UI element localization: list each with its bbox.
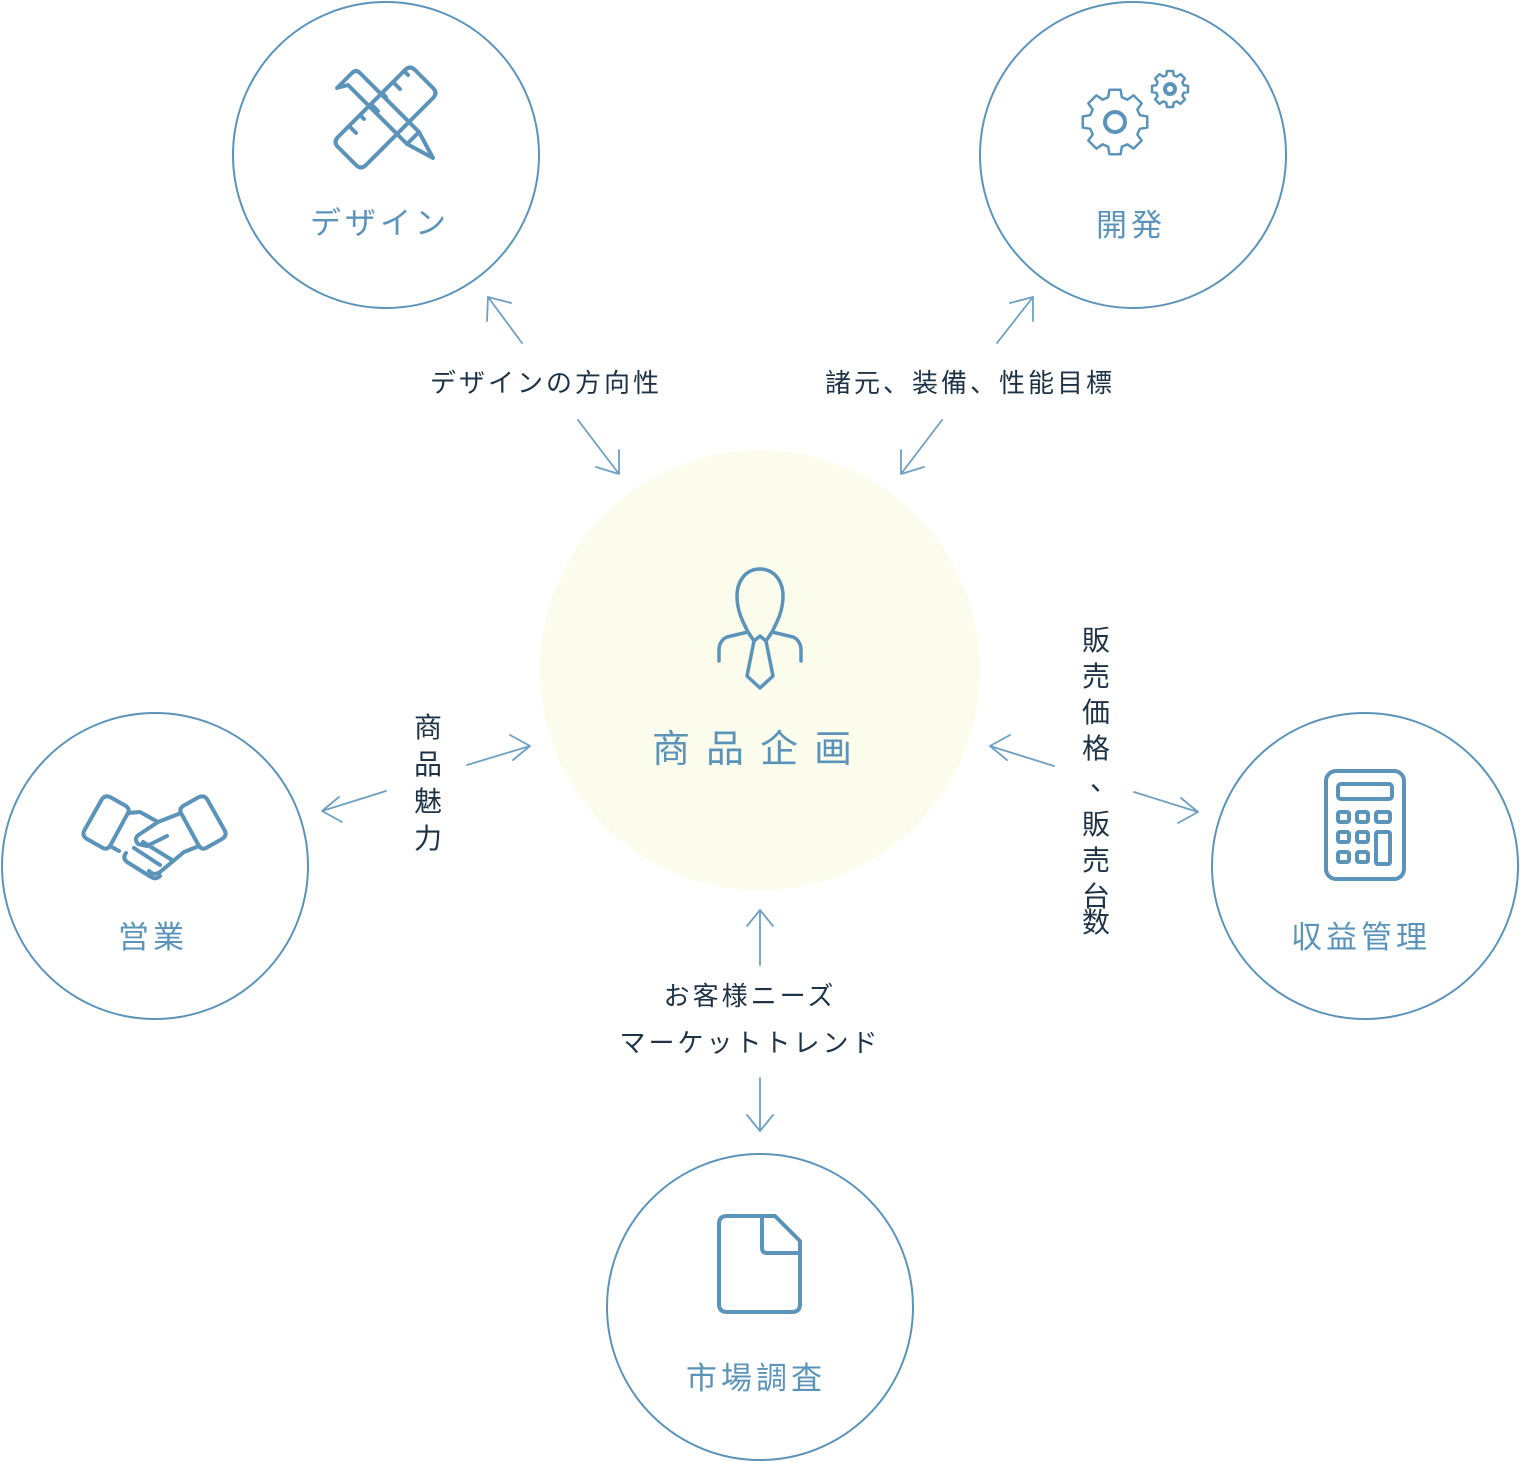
arrow-to-design (486, 296, 523, 344)
node-design: デザイン (232, 1, 540, 309)
gears-icon (1081, 69, 1190, 156)
businessman-icon (717, 567, 803, 690)
flow-label-sales-4: 力 (414, 822, 442, 855)
arrow-to-hub-from-design (577, 419, 620, 475)
hub-node: 商品企画 (540, 450, 980, 890)
node-label-design: デザイン (310, 206, 450, 242)
flow-design: デザインの方向性 (430, 296, 662, 475)
node-label-research: 市場調査 (686, 1361, 826, 1397)
flow-label-research-1: お客様ニーズ (664, 982, 837, 1012)
flow-label-profit-1: 販 (1082, 624, 1110, 657)
node-research: 市場調査 (606, 1153, 914, 1461)
flow-label-profit-2: 売 (1082, 660, 1110, 693)
flow-label-profit-7: 売 (1082, 844, 1110, 877)
node-develop: 開発 (979, 1, 1287, 309)
flow-develop: 諸元、装備、性能目標 (825, 296, 1115, 475)
flow-sales: 商 品 魅 力 (321, 711, 531, 855)
node-sales: 営業 (1, 712, 309, 1020)
arrow-to-hub-from-develop (900, 419, 943, 475)
arrow-to-profit (1133, 791, 1199, 824)
flow-label-sales-2: 品 (414, 748, 442, 781)
flow-label-profit-5: 、 (1090, 764, 1118, 797)
flow-label-design: デザインの方向性 (430, 369, 662, 399)
node-label-sales: 営業 (118, 920, 188, 956)
arrow-to-develop (996, 296, 1034, 344)
handshake-icon (81, 794, 228, 881)
flow-label-sales-3: 魅 (414, 785, 442, 818)
ruler-pencil-icon (333, 65, 438, 170)
document-icon (717, 1214, 802, 1314)
calculator-icon (1324, 769, 1406, 881)
flow-label-profit-6: 販 (1082, 808, 1110, 841)
flow-label-profit-9: 数 (1082, 906, 1110, 939)
flow-label-develop: 諸元、装備、性能目標 (825, 369, 1115, 399)
flow-label-research-2: マーケットトレンド (619, 1029, 880, 1059)
node-label-develop: 開発 (1096, 208, 1166, 244)
flow-label-profit-4: 格 (1082, 732, 1110, 765)
flow-research: お客様ニーズ マーケットトレンド (619, 909, 880, 1132)
arrow-to-hub-from-research (746, 909, 774, 966)
arrow-to-hub-from-profit (989, 734, 1055, 767)
flow-label-sales-1: 商 (414, 711, 442, 744)
flow-profit: 販 売 価 格 、 販 売 台 数 (989, 624, 1199, 939)
flow-label-profit-3: 価 (1082, 696, 1110, 729)
arrow-to-hub-from-sales (466, 734, 531, 766)
arrow-to-research (746, 1077, 774, 1132)
flow-label-profit-8: 台 (1082, 880, 1110, 913)
node-profit: 収益管理 (1211, 712, 1519, 1020)
arrow-to-sales (321, 790, 387, 823)
hub-label: 商品企画 (652, 727, 868, 771)
node-label-profit: 収益管理 (1291, 920, 1431, 956)
